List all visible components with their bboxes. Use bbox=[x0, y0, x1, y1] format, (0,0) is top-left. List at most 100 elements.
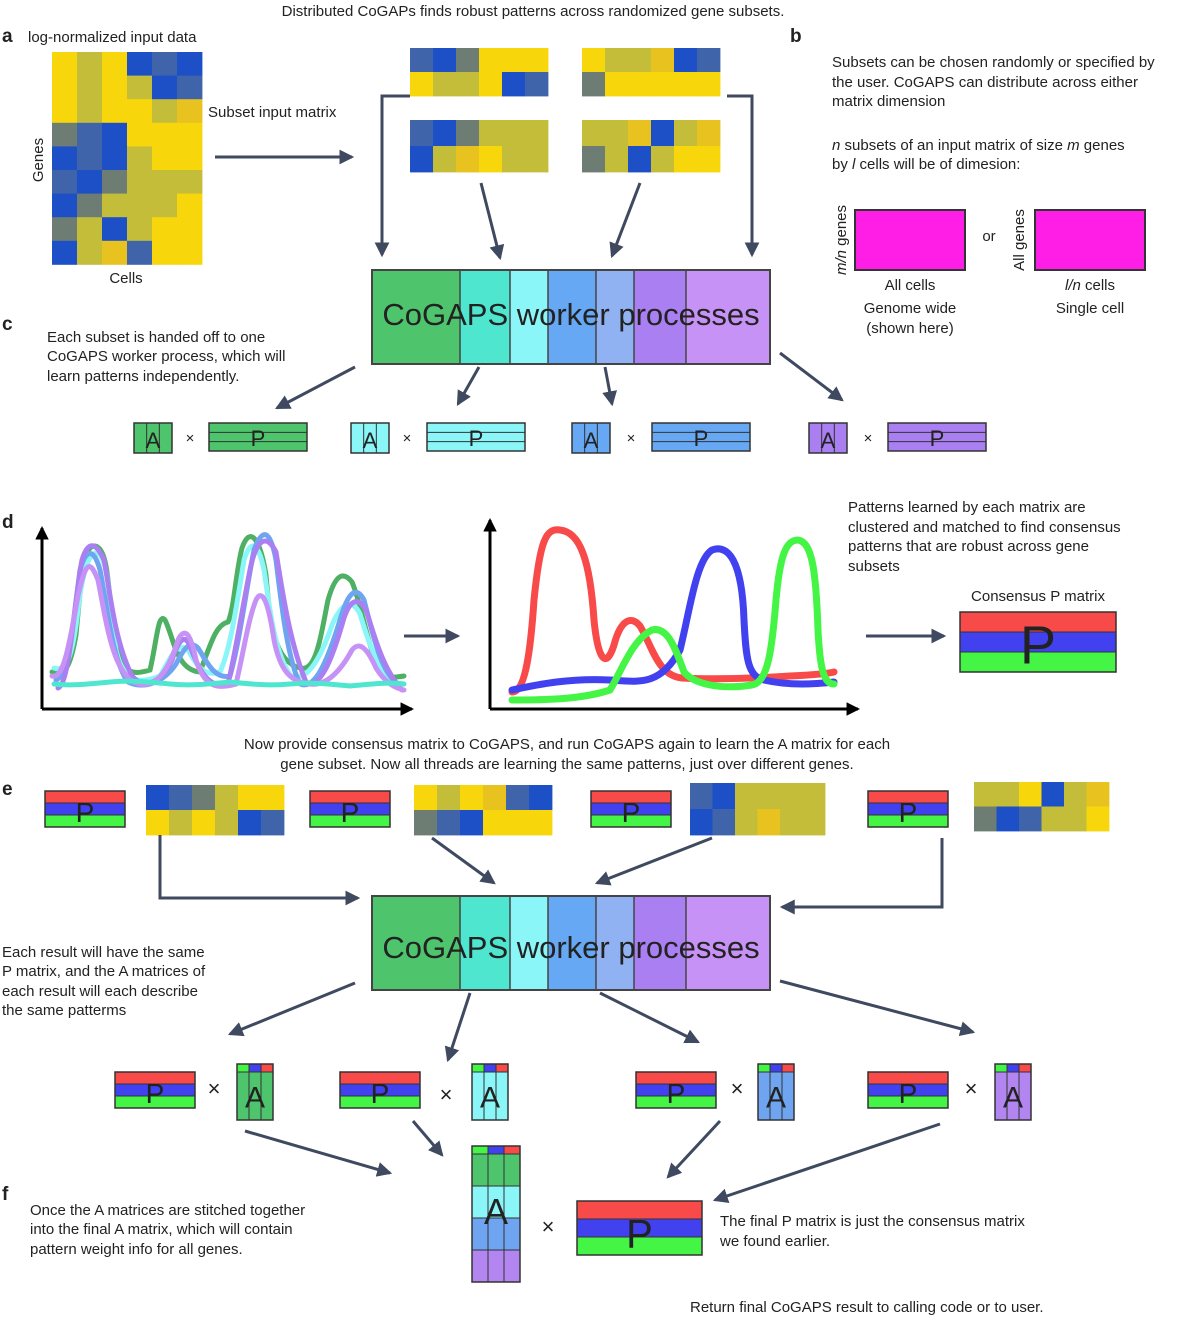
arrow-r1-final bbox=[244, 1129, 393, 1177]
panel-e-result-line2: P matrix, and the A matrices of bbox=[2, 963, 206, 980]
svg-text:P: P bbox=[899, 797, 918, 828]
worker-label-1: CoGAPS worker processes bbox=[382, 297, 759, 332]
svg-text:A: A bbox=[1003, 1082, 1023, 1115]
panel-label-b: b bbox=[790, 26, 802, 47]
subset-matrix-3 bbox=[410, 120, 549, 173]
panel-c-line3: learn patterns independently. bbox=[47, 368, 239, 385]
arrow-worker-r1 bbox=[227, 981, 356, 1037]
svg-text:P: P bbox=[622, 797, 641, 828]
svg-text:P: P bbox=[341, 797, 360, 828]
panel-f-left-line1: Once the A matrices are stitched togethe… bbox=[30, 1202, 305, 1219]
times-symbol: × bbox=[965, 1076, 978, 1101]
consensus-p-copy-3: P bbox=[590, 790, 672, 828]
consensus-matrix-label: Consensus P matrix bbox=[971, 588, 1105, 605]
panel-d-line4: subsets bbox=[848, 558, 900, 575]
genome-wide-caption-1: Genome wide bbox=[864, 300, 957, 317]
panel-label-d: d bbox=[2, 512, 14, 533]
pattern-plot-all bbox=[35, 525, 415, 716]
svg-text:P: P bbox=[667, 1078, 686, 1109]
result-pa-3: P × A bbox=[635, 1063, 795, 1121]
arrow-worker-r4 bbox=[779, 979, 976, 1036]
svg-text:P: P bbox=[251, 426, 266, 451]
panel-f-left-line3: pattern weight info for all genes. bbox=[30, 1241, 243, 1258]
subset-matrix-e-1 bbox=[146, 785, 285, 836]
or-label: or bbox=[982, 228, 995, 245]
pattern-plot-consensus bbox=[483, 517, 861, 716]
subset-matrix-e-2 bbox=[414, 785, 553, 836]
worker-label-2: CoGAPS worker processes bbox=[382, 930, 759, 965]
panel-f-right-line2: we found earlier. bbox=[719, 1233, 830, 1250]
ap-factorization-2: A × P bbox=[350, 422, 526, 454]
arrow-subset1-worker bbox=[374, 94, 410, 258]
arrow-e3-worker bbox=[594, 836, 713, 886]
panel-b-dim-line1: n subsets of an input matrix of size m g… bbox=[832, 137, 1125, 154]
svg-text:P: P bbox=[626, 1212, 653, 1256]
panel-f-left-line2: into the final A matrix, which will cont… bbox=[30, 1221, 293, 1238]
panel-f-footer: Return final CoGAPS result to calling co… bbox=[690, 1299, 1044, 1316]
arrow-subset2-worker bbox=[727, 94, 760, 258]
subset-matrix-4 bbox=[582, 120, 721, 173]
times-symbol: × bbox=[627, 430, 636, 447]
worker-processes-box-2: CoGAPS worker processes bbox=[371, 895, 771, 991]
times-symbol: × bbox=[403, 430, 412, 447]
panel-e-result-line3: each result will each describe bbox=[2, 983, 198, 1000]
svg-text:A: A bbox=[363, 428, 378, 453]
arrow-worker-ap4 bbox=[779, 351, 844, 402]
ap-factorization-3: A × P bbox=[571, 422, 751, 454]
genome-wide-bottom-label: All cells bbox=[885, 277, 936, 294]
svg-text:A: A bbox=[245, 1082, 265, 1115]
times-symbol: × bbox=[731, 1076, 744, 1101]
panel-c-line2: CoGAPS worker process, which will bbox=[47, 348, 285, 365]
genes-axis-label: Genes bbox=[30, 138, 47, 182]
consensus-p-matrix: P bbox=[959, 611, 1117, 676]
result-pa-2: P × A bbox=[339, 1063, 509, 1121]
consensus-p-copy-2: P bbox=[309, 790, 391, 828]
result-pa-4: P × A bbox=[867, 1063, 1032, 1121]
arrow-worker-ap2 bbox=[456, 366, 481, 406]
result-pa-1: P × A bbox=[114, 1063, 274, 1121]
genome-wide-side-label: m/n genes bbox=[833, 205, 850, 275]
arrow-e1-worker bbox=[158, 835, 361, 906]
times-symbol: × bbox=[440, 1082, 453, 1107]
panel-label-e: e bbox=[2, 779, 13, 800]
subset-matrix-e-3 bbox=[690, 783, 826, 836]
arrow-worker-ap3 bbox=[602, 366, 617, 407]
subset-input-label: Subset input matrix bbox=[208, 104, 337, 121]
times-symbol: × bbox=[186, 430, 195, 447]
ap-factorization-1: A × P bbox=[133, 422, 308, 454]
svg-text:P: P bbox=[371, 1078, 390, 1109]
panel-e-result-line4: the same patterms bbox=[2, 1002, 126, 1019]
input-heatmap bbox=[52, 52, 203, 265]
panel-c-line1: Each subset is handed off to one bbox=[47, 329, 265, 346]
input-data-heading: log-normalized input data bbox=[28, 29, 197, 46]
arrow-subset3-worker bbox=[479, 182, 505, 261]
consensus-p-copy-4: P bbox=[867, 790, 949, 828]
subset-matrix-2 bbox=[582, 48, 721, 97]
svg-text:P: P bbox=[694, 426, 709, 451]
consensus-p-copy-1: P bbox=[44, 790, 126, 828]
svg-text:A: A bbox=[146, 428, 161, 453]
svg-text:P: P bbox=[1020, 616, 1056, 676]
single-cell-bottom-label: l/n cells bbox=[1065, 277, 1115, 294]
panel-d-line1: Patterns learned by each matrix are bbox=[848, 499, 1086, 516]
svg-text:A: A bbox=[484, 1191, 508, 1232]
panel-d-line3: patterns that are robust across gene bbox=[848, 538, 1089, 555]
times-symbol: × bbox=[208, 1076, 221, 1101]
panel-b-dim-line2: by l cells will be of dimesion: bbox=[832, 156, 1020, 173]
arrow-r2-final bbox=[411, 1120, 444, 1157]
single-cell-matrix bbox=[1034, 209, 1146, 271]
arrow-r4-final bbox=[712, 1122, 941, 1204]
figure-title: Distributed CoGAPs finds robust patterns… bbox=[282, 3, 785, 20]
panel-d-line2: clustered and matched to find consensus bbox=[848, 519, 1121, 536]
svg-text:P: P bbox=[899, 1078, 918, 1109]
panel-f-right-line1: The final P matrix is just the consensus… bbox=[720, 1213, 1025, 1230]
arrow-worker-r3 bbox=[599, 991, 701, 1044]
panel-b-line1: Subsets can be chosen randomly or specif… bbox=[832, 54, 1155, 71]
svg-text:A: A bbox=[766, 1082, 786, 1115]
ap-factorization-4: A × P bbox=[808, 422, 987, 454]
svg-text:A: A bbox=[480, 1082, 500, 1115]
arrow-r3-final bbox=[666, 1119, 722, 1179]
svg-text:P: P bbox=[930, 426, 945, 451]
panel-label-f: f bbox=[2, 1184, 9, 1205]
